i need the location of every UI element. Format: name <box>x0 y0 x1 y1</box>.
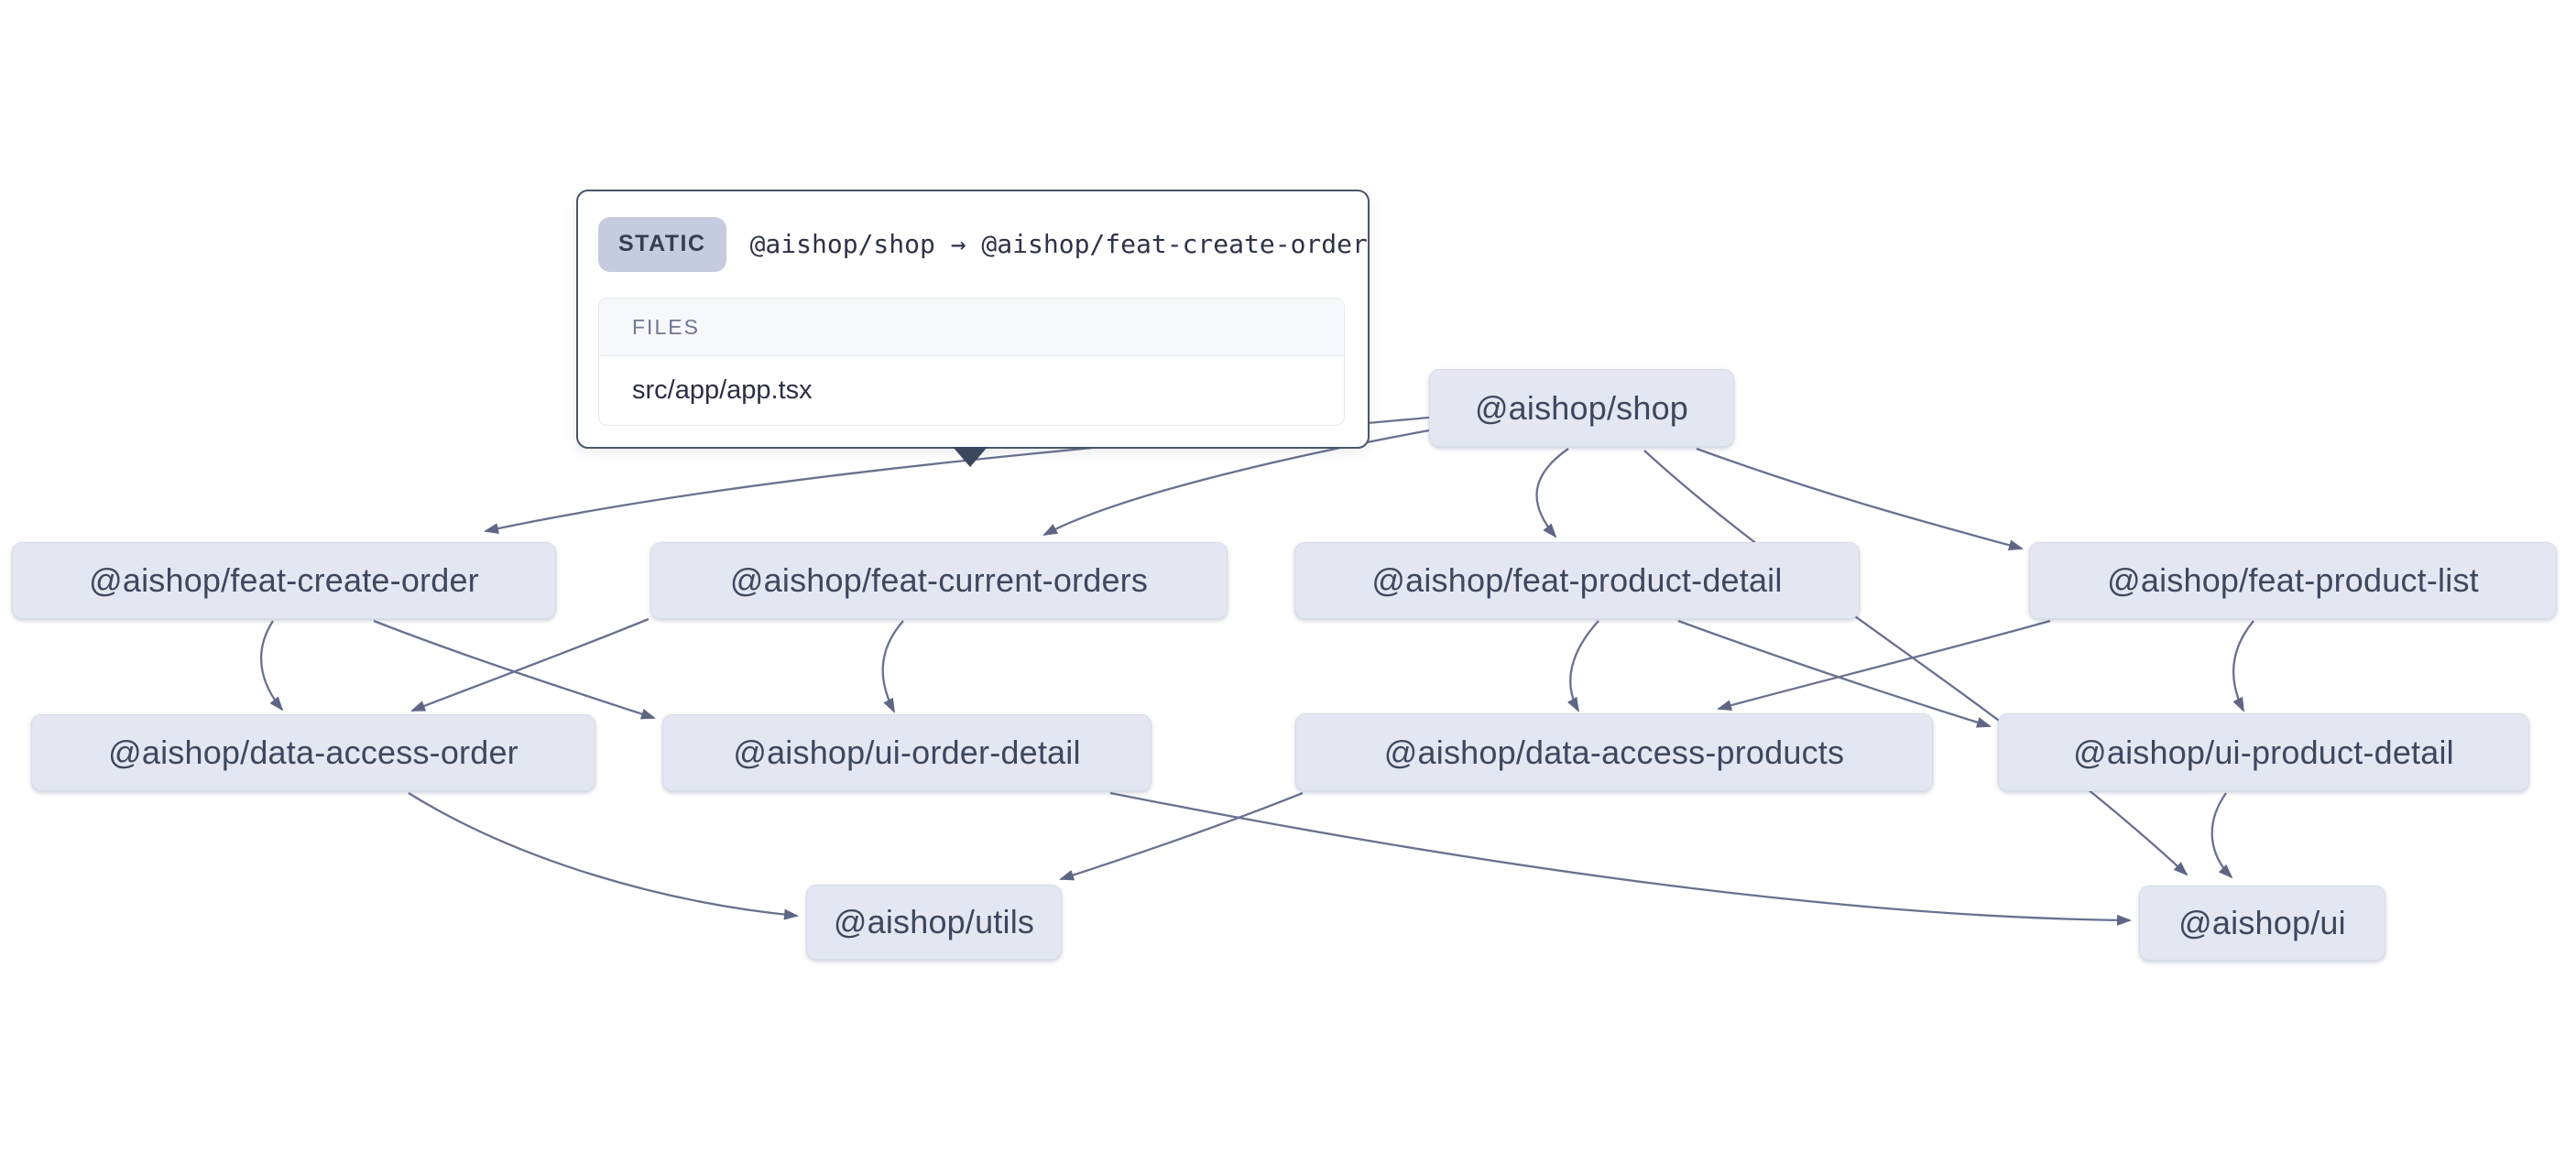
graph-node-ui-order-detail[interactable]: @aishop/ui-order-detail <box>662 714 1152 791</box>
edge-shop-ui[interactable] <box>1643 450 2189 876</box>
tooltip-header: STATIC @aishop/shop → @aishop/feat-creat… <box>578 191 1368 272</box>
edge-type-badge: STATIC <box>598 216 726 272</box>
graph-node-feat-product-detail[interactable]: @aishop/feat-product-detail <box>1294 542 1860 619</box>
files-panel: FILES src/app/app.tsx <box>598 298 1345 426</box>
edge-feat-current-orders-data-access-order[interactable] <box>410 617 649 712</box>
graph-node-data-access-products[interactable]: @aishop/data-access-products <box>1295 713 1933 791</box>
edge-shop-feat-product-detail[interactable] <box>1535 448 1569 538</box>
file-item: src/app/app.tsx <box>632 375 813 405</box>
edge-feat-product-list-data-access-products[interactable] <box>1717 619 2051 712</box>
graph-node-data-access-order[interactable]: @aishop/data-access-order <box>31 714 595 791</box>
graph-node-utils[interactable]: @aishop/utils <box>806 885 1062 960</box>
edge-feat-product-list-ui-product-detail[interactable] <box>2232 620 2254 712</box>
edge-shop-feat-current-orders[interactable] <box>1042 429 1430 537</box>
tooltip-arrow <box>953 447 988 467</box>
edge-data-access-order-utils[interactable] <box>408 792 799 920</box>
graph-node-ui[interactable]: @aishop/ui <box>2139 886 2385 961</box>
edge-ui-product-detail-ui[interactable] <box>2210 792 2233 879</box>
edge-feat-product-detail-data-access-products[interactable] <box>1566 620 1599 712</box>
graph-node-shop[interactable]: @aishop/shop <box>1429 369 1734 447</box>
files-header: FILES <box>599 299 1344 356</box>
edge-feat-current-orders-ui-order-detail[interactable] <box>881 620 904 713</box>
files-header-label: FILES <box>632 314 700 339</box>
edge-ui-order-detail-ui[interactable] <box>1109 791 2132 926</box>
edge-feat-create-order-ui-order-detail[interactable] <box>373 619 656 720</box>
edge-tooltip: STATIC @aishop/shop → @aishop/feat-creat… <box>576 190 1370 467</box>
edge-shop-feat-product-list[interactable] <box>1696 447 2024 551</box>
graph-node-feat-create-order[interactable]: @aishop/feat-create-order <box>12 542 556 619</box>
edge-feat-create-order-data-access-order[interactable] <box>260 620 284 712</box>
edge-feat-product-detail-ui-product-detail[interactable] <box>1677 619 1992 728</box>
graph-node-ui-product-detail[interactable]: @aishop/ui-product-detail <box>1998 713 2529 791</box>
graph-node-feat-current-orders[interactable]: @aishop/feat-current-orders <box>650 542 1228 619</box>
edge-title: @aishop/shop → @aishop/feat-create-order <box>749 229 1368 259</box>
graph-node-feat-product-list[interactable]: @aishop/feat-product-list <box>2029 542 2557 619</box>
edge-data-access-products-utils[interactable] <box>1059 791 1304 881</box>
